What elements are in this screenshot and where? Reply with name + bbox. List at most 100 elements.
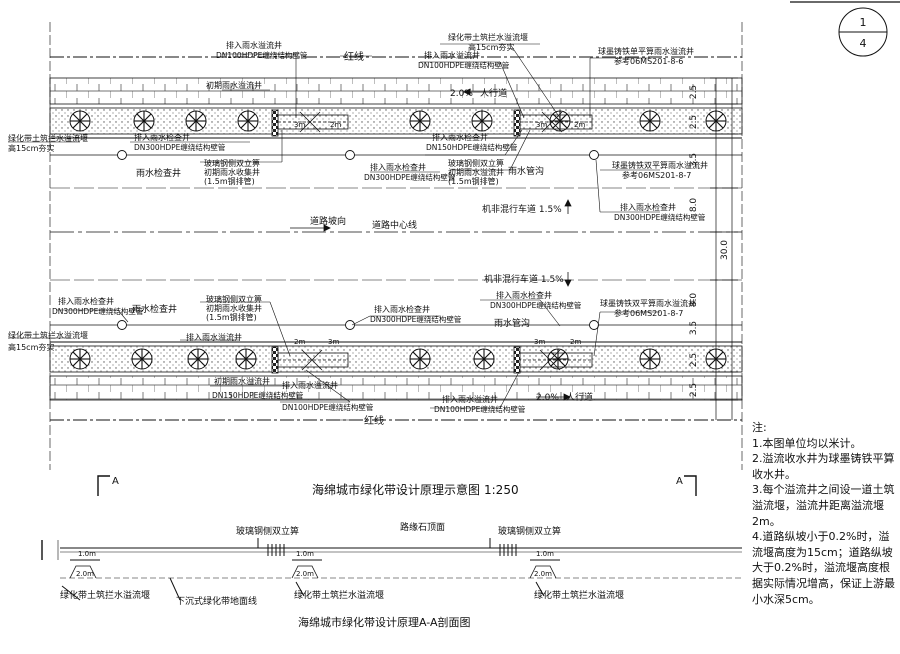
dim-1m: 1.0m xyxy=(536,550,554,558)
label: 参考06MS201-8-7 xyxy=(614,308,683,318)
dim-label: 2.5 xyxy=(689,115,699,129)
center-line: 道路中心线 xyxy=(372,219,417,231)
label: 排入雨水溢流井 xyxy=(282,380,338,390)
label: DN100HDPE缠绕结构壁管 xyxy=(434,404,526,414)
tree-icon xyxy=(185,110,207,132)
dim-label: 2.5 xyxy=(689,353,699,367)
notes-heading: 注: xyxy=(752,421,767,434)
dim-2m: 2.0m xyxy=(534,570,552,578)
check-well-icon xyxy=(589,320,599,330)
dim-label: 3.5 xyxy=(689,321,699,335)
label: DN150HDPE缠绕结构壁管 xyxy=(212,390,304,400)
label: 初期雨水溢流井 xyxy=(206,80,262,90)
label: 排入雨水溢流井 xyxy=(226,40,282,50)
label: 参考06MS201-8-7 xyxy=(622,170,691,180)
tree-icon xyxy=(133,110,155,132)
ditch-bottom: 雨水管沟 xyxy=(494,317,530,329)
check-well-icon xyxy=(345,150,355,160)
label: 初期雨水溢流井 xyxy=(448,167,504,177)
label: 参考06MS201-8-6 xyxy=(614,56,683,66)
label: (1.5m钢排管) xyxy=(448,176,499,186)
plan-scale: 1:250 xyxy=(484,483,519,497)
label: 初期雨水收集井 xyxy=(204,167,260,177)
label: DN150HDPE缠绕结构壁管 xyxy=(426,142,518,152)
tree-icon xyxy=(473,348,495,370)
note-item: 3.每个溢流井之间设一道土筑溢流堰，溢流井距离溢流堰2m。 xyxy=(752,483,895,528)
dim-label: 3.5 xyxy=(689,153,699,167)
tree-icon xyxy=(69,110,91,132)
label: 球墨铸铁双平算雨水溢流井 xyxy=(600,298,696,308)
section-marks xyxy=(97,475,697,496)
tree-icon xyxy=(187,348,209,370)
label: 排入雨水溢流井 xyxy=(442,394,498,404)
sidewalk-bottom: 人行道 xyxy=(566,391,593,403)
label: 高15cm夯实 xyxy=(468,42,514,52)
label: 玻璃钢侧双立箅 xyxy=(448,158,504,168)
dim-label: 2.5 xyxy=(689,85,699,99)
tree-icon xyxy=(549,110,571,132)
glass-grate-right: 玻璃钢侧双立箅 xyxy=(498,525,561,537)
vertical-dimensions xyxy=(710,77,738,420)
check-well-icon xyxy=(117,320,127,330)
notes-block: 注: 1.本图单位均以米计。 2.溢流收水井为球墨铸铁平算收水井。 3.每个溢流… xyxy=(752,420,898,607)
label: DN100HDPE缠绕结构壁管 xyxy=(418,60,510,70)
tree-icon xyxy=(237,110,259,132)
ditch-top: 雨水管沟 xyxy=(508,165,544,177)
weir-label-1: 绿化带土筑拦水溢流堰 xyxy=(60,589,150,601)
dim-2m: 2m xyxy=(570,338,581,346)
label: 高15cm夯实 xyxy=(8,342,54,352)
redline-bottom-label: 红线 xyxy=(364,414,384,427)
label: 球墨铸铁双平算雨水溢流井 xyxy=(612,160,708,170)
curb-top: 路缘石顶面 xyxy=(400,521,445,533)
leader-lines xyxy=(8,43,660,421)
road-slope: 道路坡向 xyxy=(310,215,346,227)
dim-label: 8.0 xyxy=(689,293,699,308)
note-item: 4.道路纵坡小于0.2%时，溢流堰高度为15cm；道路纵坡大于0.2%时，溢流堰… xyxy=(752,530,895,606)
slope-arrows xyxy=(290,88,572,401)
label: 排入雨水检查井 xyxy=(374,304,430,314)
redline-top-label: 红线 xyxy=(344,50,364,63)
label: 排入雨水检查井 xyxy=(432,132,488,142)
dimension-labels: 2.5 2.5 3.5 8.0 30.0 8.0 3.5 2.5 2.5 xyxy=(689,85,730,397)
dim-2m: 2.0m xyxy=(296,570,314,578)
sidewalk-top: 人行道 xyxy=(480,87,507,99)
label: DN300HDPE缠绕结构壁管 xyxy=(614,212,706,222)
sheet-index: 1 4 xyxy=(790,1,900,57)
overflow-frames xyxy=(271,109,593,374)
sheet-total: 4 xyxy=(860,37,867,50)
tree-icon xyxy=(547,348,569,370)
dim-label: 8.0 xyxy=(689,198,699,213)
section-aa xyxy=(41,538,742,601)
section-title: 海绵城市绿化带设计原理A-A剖面图 xyxy=(298,615,471,629)
tree-icon xyxy=(639,348,661,370)
label: 排入雨水检查井 xyxy=(496,290,552,300)
section-labels: 玻璃钢侧双立箅 路缘石顶面 玻璃钢侧双立箅 1.0m 1.0m 1.0m 2.0… xyxy=(60,521,624,629)
slope-top: 2.0% xyxy=(450,89,473,99)
label: DN100HDPE缠绕结构壁管 xyxy=(216,50,308,60)
label: 绿化带土筑拦水溢流堰 xyxy=(448,32,528,42)
label: 排入雨水溢流井 xyxy=(186,332,242,342)
label: 玻璃钢侧双立箅 xyxy=(204,158,260,168)
weir-label-2: 绿化带土筑拦水溢流堰 xyxy=(294,589,384,601)
label: 绿化带土筑拦水溢流堰 xyxy=(8,330,88,340)
lane-bottom: 机非混行车道 1.5% xyxy=(484,273,564,285)
well-symbols xyxy=(117,150,599,330)
dim-label: 2.5 xyxy=(689,383,699,397)
label: 排入雨水检查井 xyxy=(134,132,190,142)
check-well-icon xyxy=(345,320,355,330)
weir-label-3: 绿化带土筑拦水溢流堰 xyxy=(534,589,624,601)
section-mark-right: A xyxy=(676,476,683,487)
plan-top xyxy=(49,22,743,470)
label: DN300HDPE缠绕结构壁管 xyxy=(370,314,462,324)
dim-2m: 2.0m xyxy=(76,570,94,578)
tree-icon xyxy=(639,110,661,132)
tree-icon xyxy=(471,110,493,132)
section-mark-left: A xyxy=(112,476,119,487)
label: DN100HDPE缠绕结构壁管 xyxy=(282,402,374,412)
label: 排入雨水检查井 xyxy=(58,296,114,306)
check-well-icon xyxy=(117,150,127,160)
glass-grate-left: 玻璃钢侧双立箅 xyxy=(236,525,299,537)
label: 玻璃钢侧双立箅 xyxy=(206,294,262,304)
